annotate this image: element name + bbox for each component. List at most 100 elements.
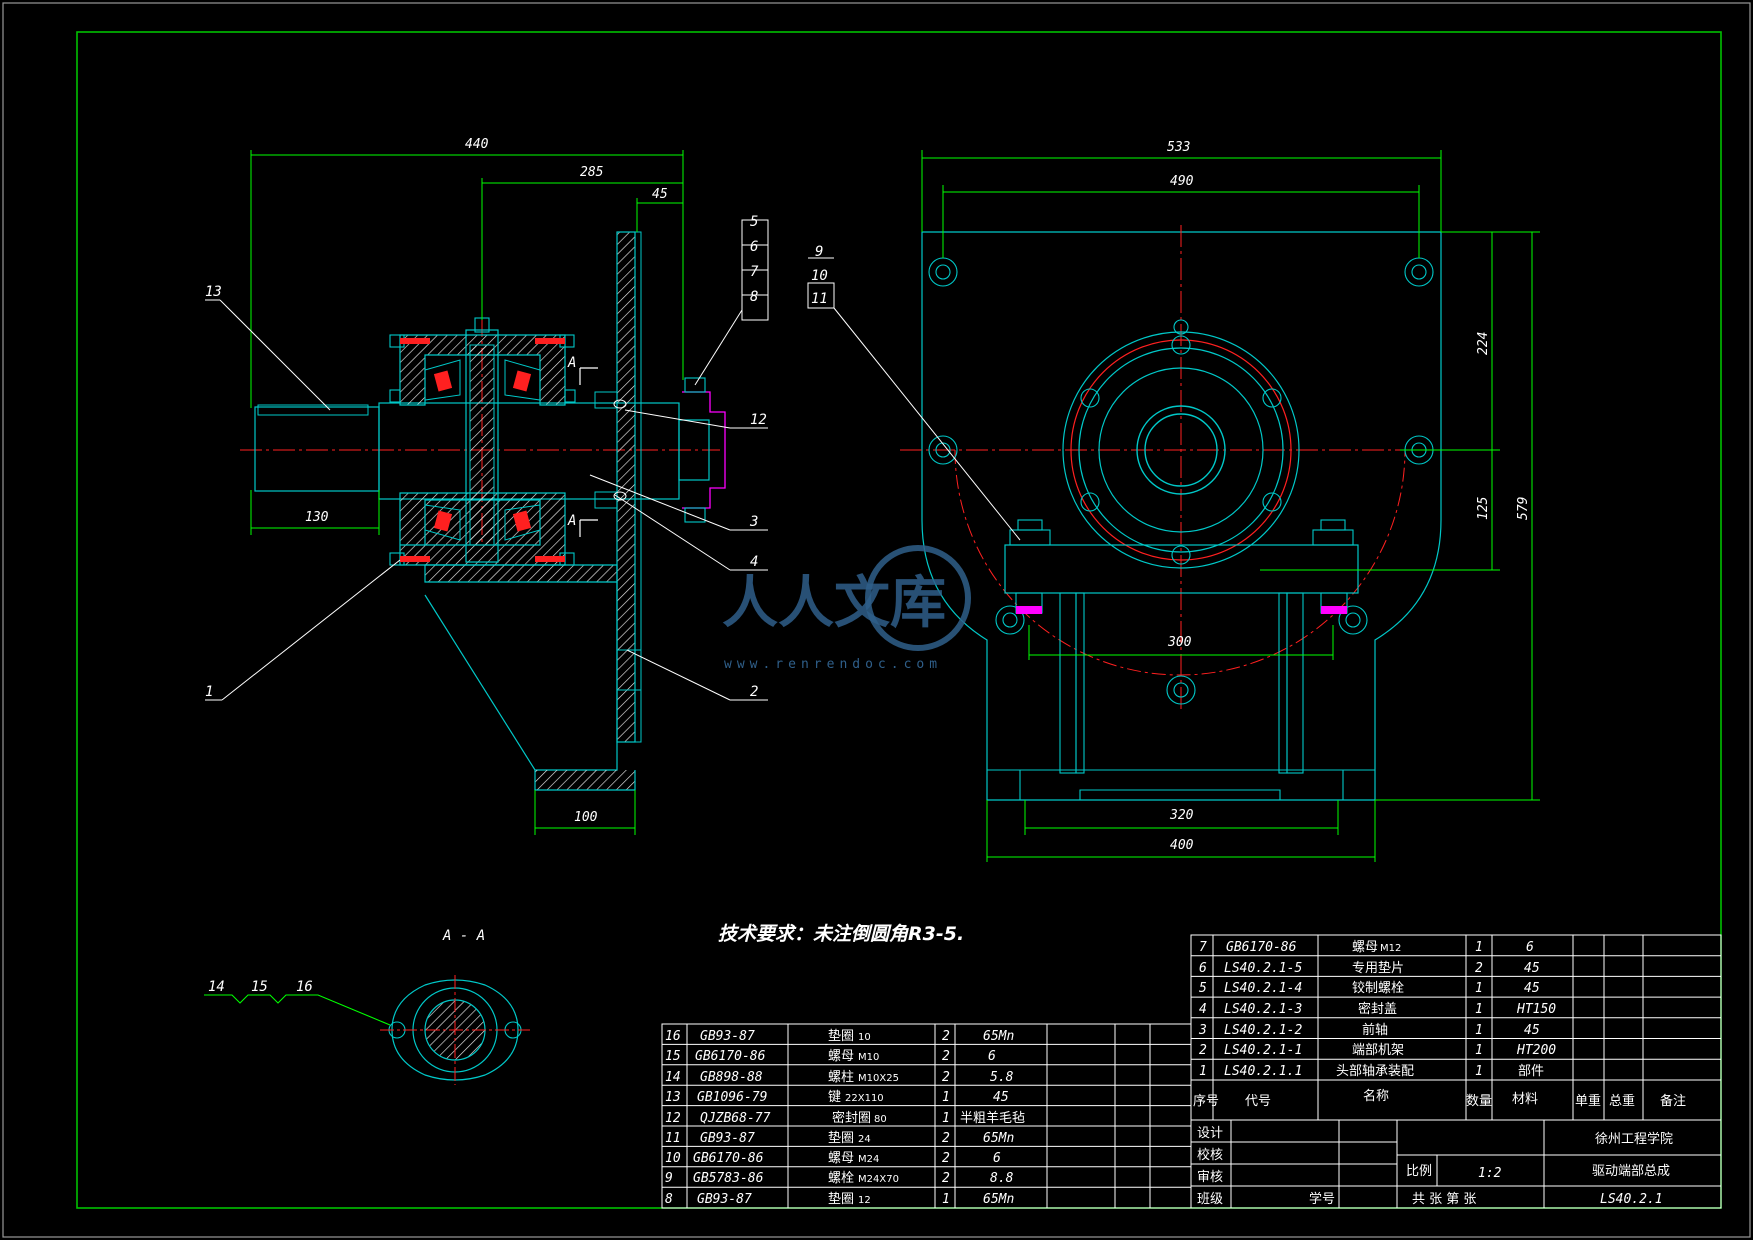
parts-list-right-text: 7 GB6170-86 螺母 M12 1 6 6 LS40.2.1-5 专用垫片…	[1193, 940, 1686, 1207]
cell-name: 螺母	[1352, 940, 1378, 955]
front-view: 533 490 224 125 579 300 320 400 9 10 11	[807, 140, 1540, 862]
parts-list-left-text: 16 GB93-87 垫圈 10 2 65Mn 15 GB6170-86 螺母 …	[665, 1028, 1025, 1207]
watermark-text: 人人文库	[722, 570, 946, 636]
cell-qty: 1	[1475, 1002, 1483, 1017]
tb-check: 校核	[1197, 1147, 1223, 1163]
balloon-14: 14	[208, 979, 225, 995]
header-name: 名称	[1363, 1088, 1389, 1104]
cell-code: GB6170-86	[695, 1049, 766, 1064]
cell-spec: 22X110	[845, 1093, 884, 1104]
tb-school: 徐州工程学院	[1595, 1131, 1673, 1147]
tb-scale-label: 比例	[1406, 1164, 1432, 1179]
cell-no: 2	[1199, 1043, 1207, 1058]
cell-material: 45	[1524, 1023, 1540, 1038]
dim-320: 320	[1169, 808, 1194, 823]
cell-spec: M24X70	[858, 1174, 899, 1185]
table-row: 8 GB93-87 垫圈 12 1 65Mn	[665, 1191, 1014, 1207]
table-row: 13 GB1096-79 键 22X110 1 45	[665, 1090, 1009, 1105]
table-row: 5 LS40.2.1-4 铰制螺栓 1 45	[1199, 981, 1540, 996]
cell-qty: 1	[1475, 1023, 1483, 1038]
cell-spec: M10X25	[858, 1073, 899, 1084]
cell-qty: 2	[1475, 961, 1483, 976]
balloon-6: 6	[750, 239, 758, 255]
cell-code: LS40.2.1.1	[1224, 1064, 1302, 1079]
cell-name: 密封圈	[832, 1110, 871, 1126]
section-view-aa: A - A 14 15 16	[204, 928, 530, 1085]
cell-material: 6	[993, 1151, 1001, 1166]
cell-qty: 1	[1475, 940, 1483, 955]
balloon-3: 3	[749, 514, 758, 530]
cell-material: 6	[1526, 940, 1534, 955]
header-qty: 数量	[1466, 1094, 1492, 1109]
cell-qty: 1	[1475, 1064, 1483, 1079]
cell-code: GB5783-86	[693, 1171, 764, 1186]
cell-qty: 2	[942, 1151, 950, 1166]
cell-no: 8	[665, 1192, 673, 1207]
cell-material: 45	[1524, 961, 1540, 976]
cell-material: 65Mn	[983, 1192, 1014, 1207]
cell-code: LS40.2.1-5	[1224, 961, 1302, 976]
cell-qty: 2	[942, 1049, 950, 1064]
cell-code: GB1096-79	[697, 1090, 767, 1105]
cell-name: 螺栓	[828, 1171, 854, 1186]
cell-code: GB93-87	[697, 1192, 752, 1207]
cell-no: 9	[665, 1171, 673, 1186]
table-row: 2 LS40.2.1-1 端部机架 1 HT200	[1199, 1043, 1556, 1058]
cell-qty: 1	[942, 1090, 950, 1105]
technical-requirement: 技术要求：未注倒圆角R3-5.	[718, 923, 964, 945]
cell-code: LS40.2.1-4	[1224, 981, 1302, 996]
watermark: 人人文库 www.renrendoc.com	[722, 545, 971, 672]
section-mark-a-bottom: A	[567, 513, 576, 529]
cell-qty: 1	[1475, 1043, 1483, 1058]
cell-qty: 2	[942, 1070, 950, 1085]
cell-qty: 2	[942, 1131, 950, 1146]
cell-name: 螺母	[828, 1049, 854, 1064]
dim-440: 440	[465, 137, 489, 152]
balloon-10: 10	[811, 268, 828, 284]
cell-material: 6	[988, 1049, 996, 1064]
dim-45: 45	[652, 187, 668, 202]
cell-spec: M10	[858, 1052, 879, 1063]
cell-spec: 10	[858, 1032, 871, 1043]
cell-material: 65Mn	[983, 1131, 1014, 1146]
cell-material: 65Mn	[983, 1029, 1014, 1044]
cell-name: 垫圈	[828, 1130, 854, 1146]
cell-name: 垫圈	[828, 1191, 854, 1207]
balloon-4: 4	[750, 554, 758, 570]
cell-qty: 1	[1475, 981, 1483, 996]
dim-100: 100	[574, 810, 598, 825]
section-title: A - A	[442, 928, 485, 944]
cell-name: 端部机架	[1352, 1043, 1404, 1058]
dim-224: 224	[1476, 332, 1491, 355]
dim-533: 533	[1167, 140, 1190, 155]
tb-sheet: 共 张 第 张	[1412, 1192, 1476, 1207]
section-mark-a-top: A	[567, 355, 576, 371]
cell-code: LS40.2.1-1	[1224, 1043, 1302, 1058]
dim-579: 579	[1516, 497, 1531, 520]
cell-code: GB898-88	[700, 1070, 763, 1085]
table-row: 10 GB6170-86 螺母 M24 2 6	[665, 1151, 1001, 1166]
cell-code: LS40.2.1-2	[1224, 1023, 1302, 1038]
cell-material: HT200	[1516, 1043, 1556, 1058]
cell-spec: 12	[858, 1195, 871, 1206]
cell-no: 1	[1199, 1064, 1207, 1079]
cell-spec: 80	[874, 1114, 887, 1125]
cell-no: 16	[665, 1029, 681, 1044]
cell-name: 铰制螺栓	[1352, 981, 1404, 996]
balloon-9: 9	[815, 244, 823, 260]
cell-name: 头部轴承装配	[1336, 1064, 1414, 1079]
tb-scale: 1:2	[1478, 1166, 1502, 1181]
cell-no: 14	[665, 1070, 681, 1085]
cell-spec: M24	[858, 1154, 879, 1165]
cell-material: 8.8	[990, 1171, 1014, 1186]
cell-no: 7	[1199, 940, 1207, 955]
dim-400: 400	[1170, 838, 1194, 853]
balloon-16: 16	[296, 979, 313, 995]
table-row: 16 GB93-87 垫圈 10 2 65Mn	[665, 1028, 1014, 1044]
table-row: 11 GB93-87 垫圈 24 2 65Mn	[665, 1130, 1014, 1146]
cell-material: 5.8	[990, 1070, 1014, 1085]
side-view: A A 440 285 45 130 100	[205, 137, 769, 835]
header-unit-weight: 单重	[1575, 1093, 1601, 1109]
cell-code: GB93-87	[700, 1029, 755, 1044]
